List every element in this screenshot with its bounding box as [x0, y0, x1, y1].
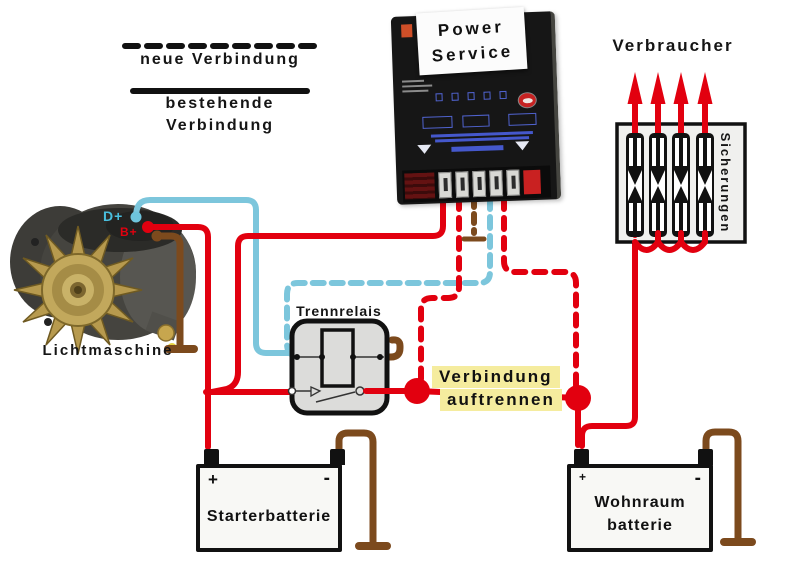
- red-solid-wires: [145, 195, 638, 450]
- legend-new-connection-label: neue Verbindung: [140, 51, 300, 68]
- bplus-terminal-label: B+: [120, 225, 138, 239]
- fuse-bus-loops: [632, 230, 708, 253]
- starter-battery-plus-sign: +: [208, 470, 218, 489]
- terminal-bplus-dot: [142, 221, 154, 233]
- terminal-dplus-dot: [130, 211, 142, 223]
- device-terminal-diagram: [435, 90, 507, 102]
- relay-coil: [320, 328, 355, 388]
- disconnect-note-line2: auftrennen: [440, 389, 562, 411]
- terminal-ground-dot: [151, 230, 163, 242]
- device-round-badge: [517, 91, 538, 109]
- wire-relay-ground-hook: [376, 336, 404, 361]
- trennrelais-label: Trennrelais: [296, 303, 382, 319]
- consumer-arrows: [627, 72, 713, 125]
- disconnect-junction-left: [404, 378, 430, 404]
- living-battery-minus-terminal: [698, 449, 713, 465]
- legend-existing-connection-label-line2: Verbindung: [166, 117, 274, 134]
- starter-battery-minus-sign: -: [323, 468, 330, 489]
- device-terminal-strip: [402, 165, 552, 203]
- device-terminal-3: [472, 170, 487, 198]
- disconnect-junction-right: [565, 385, 591, 411]
- device-terminal-2: [455, 171, 470, 198]
- living-battery-minus-sign: -: [694, 468, 701, 489]
- wire-bplus-to-starterbattery: [145, 224, 211, 450]
- power-service-label: Power Service: [415, 6, 528, 76]
- wire-livingbattery-ground: [702, 428, 742, 542]
- starter-battery-minus-terminal: [330, 449, 345, 465]
- fuse-box: [615, 72, 747, 253]
- device-orange-sticker: [401, 24, 413, 38]
- relay-switch-blade: [315, 391, 356, 403]
- wire-powerservice-to-right-dot-dashed: [501, 195, 579, 389]
- device-terminal-1: [438, 171, 453, 199]
- living-battery: + - Wohnraum batterie: [567, 464, 713, 552]
- fuses: [626, 133, 714, 237]
- dplus-terminal-label: D+: [103, 208, 124, 224]
- device-schematic-boxes: [394, 112, 554, 129]
- power-service-device: Power Service: [390, 6, 562, 205]
- living-battery-plus-terminal: [574, 449, 589, 465]
- wire-dplus-to-relay-solid: [133, 197, 294, 356]
- wire-alternator-ground: [153, 232, 184, 349]
- device-banner-arrow-left: [417, 144, 432, 155]
- device-red-connector: [523, 169, 542, 195]
- device-terminal-4: [489, 170, 504, 197]
- device-banner-arrow-right: [515, 141, 530, 151]
- device-fine-print: [401, 79, 433, 96]
- power-service-label-line2: Service: [431, 41, 514, 66]
- device-relay-block: [404, 172, 436, 200]
- red-dashed-wires: [418, 195, 579, 389]
- wire-starterbattery-ground: [335, 429, 377, 546]
- starter-battery: + - Starterbatterie: [196, 464, 342, 552]
- disconnect-note-line1: Verbindung: [432, 366, 560, 388]
- verbraucher-label: Verbraucher: [612, 36, 734, 55]
- wire-powerservice-to-left-dot-dashed: [418, 195, 462, 382]
- starter-battery-name: Starterbatterie: [206, 508, 332, 525]
- relay-graphic: [287, 318, 420, 416]
- starter-battery-plus-terminal: [204, 449, 219, 465]
- living-battery-name-line1: Wohnraum: [594, 494, 686, 511]
- relay-contact-arrow: [310, 385, 322, 398]
- living-battery-plus-sign: +: [579, 470, 587, 484]
- lichtmaschine-label: Lichtmaschine: [42, 342, 174, 359]
- device-terminal-5: [506, 169, 521, 196]
- living-battery-name-line2: batterie: [607, 517, 673, 534]
- wire-powerservice-to-junction: [209, 195, 446, 395]
- brown-ground-wires: [153, 232, 756, 550]
- device-banner-text: [451, 145, 504, 152]
- sicherungen-label: Sicherungen: [718, 132, 733, 234]
- wire-powerservice-to-relay-dashed: [284, 195, 493, 358]
- legend-existing-connection-label-line1: bestehende: [165, 95, 275, 112]
- wire-fusebox-to-livingbattery: [579, 239, 638, 449]
